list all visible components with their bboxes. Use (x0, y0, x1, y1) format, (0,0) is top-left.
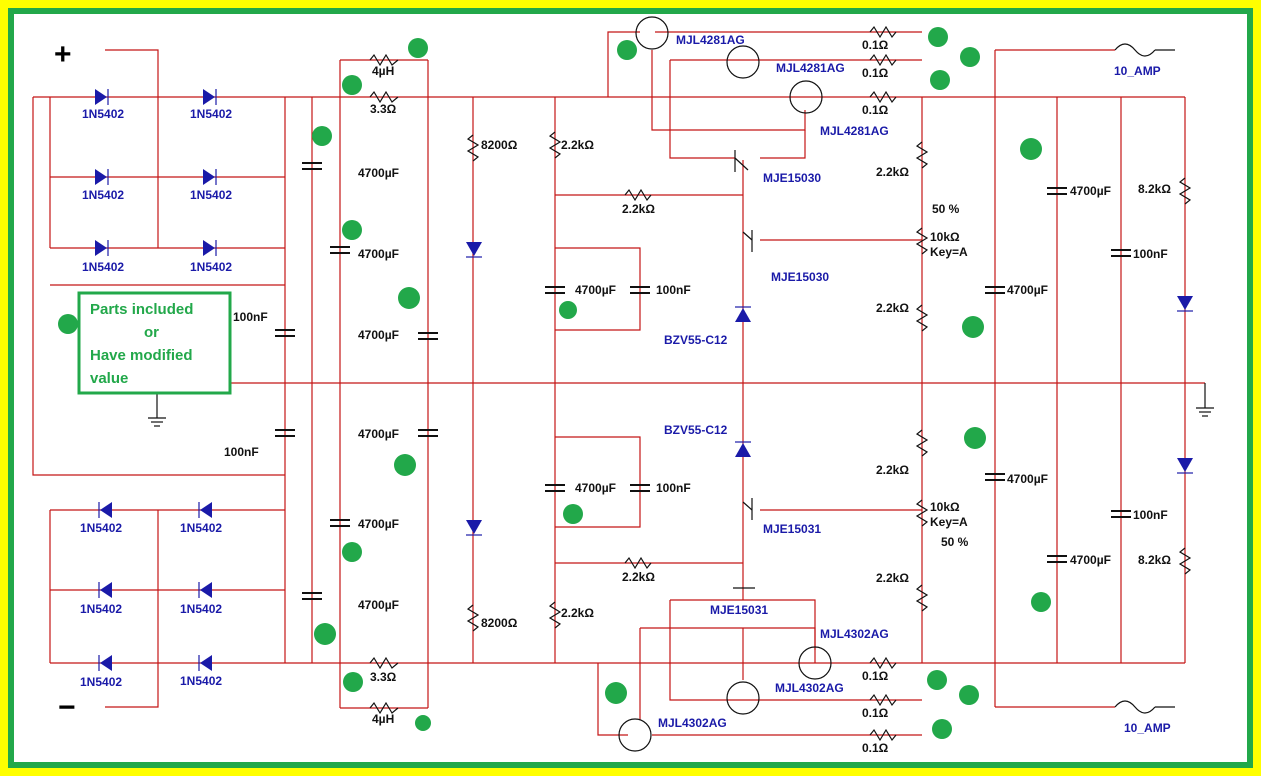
cap-label: 4700µF (1007, 472, 1048, 486)
diode-label: 1N5402 (80, 675, 122, 689)
transistor-label: MJL4302AG (775, 681, 844, 695)
cap-label: 4700µF (358, 328, 399, 342)
resistor-label: 8.2kΩ (1138, 553, 1171, 567)
resistor-label: 0.1Ω (862, 103, 889, 117)
diode-label: 1N5402 (180, 521, 222, 535)
cap-label: 4700µF (575, 481, 616, 495)
cap-label: 4700µF (1070, 184, 1111, 198)
resistor-label: 2.2kΩ (876, 463, 909, 477)
resistor-label: 0.1Ω (862, 706, 889, 720)
resistor-label: 2.2kΩ (622, 570, 655, 584)
diode-symbols (95, 89, 1193, 671)
resistor-label: 8.2kΩ (1138, 182, 1171, 196)
cap-label: 4700µF (1007, 283, 1048, 297)
note-box (77, 291, 232, 395)
cap-label: 100nF (224, 445, 259, 459)
plus-sign: + (54, 38, 72, 71)
transistor-symbols (618, 16, 832, 752)
pot-label: 10kΩ (930, 230, 960, 244)
cap-label: 4700µF (358, 517, 399, 531)
inductor-label: 4µH (372, 64, 394, 78)
diode-label: 1N5402 (190, 260, 232, 274)
pot-label: 10kΩ (930, 500, 960, 514)
cap-label: 4700µF (1070, 553, 1111, 567)
inductor-label: 4µH (372, 712, 394, 726)
diode-label: 1N5402 (80, 521, 122, 535)
resistor-label: 0.1Ω (862, 38, 889, 52)
diode-label: 1N5402 (190, 188, 232, 202)
minus-sign: − (58, 691, 76, 724)
cap-label: 4700µF (358, 427, 399, 441)
diode-label: 1N5402 (82, 107, 124, 121)
diode-label: 1N5402 (80, 602, 122, 616)
note-line-1: Parts included (90, 301, 193, 318)
cap-label: 4700µF (358, 166, 399, 180)
resistor-label: 2.2kΩ (622, 202, 655, 216)
wiring (32, 31, 1214, 736)
transistor-label: MJL4302AG (658, 716, 727, 730)
transistor-label: MJL4281AG (820, 124, 889, 138)
resistor-label: 8200Ω (481, 138, 518, 152)
resistor-label: 2.2kΩ (561, 606, 594, 620)
transistor-label: MJE15030 (771, 270, 829, 284)
resistor-label: 2.2kΩ (876, 165, 909, 179)
cap-label: 100nF (1133, 247, 1168, 261)
diode-label: 1N5402 (82, 260, 124, 274)
resistor-symbols (369, 25, 1192, 742)
resistor-label: 3.3Ω (370, 102, 397, 116)
pot-percent: 50 % (941, 535, 969, 549)
cap-label: 100nF (656, 481, 691, 495)
transistor-label: MJL4281AG (776, 61, 845, 75)
resistor-label: 3.3Ω (370, 670, 397, 684)
transistor-label: MJL4281AG (676, 33, 745, 47)
cap-label: 100nF (1133, 508, 1168, 522)
note-line-4: value (90, 370, 128, 387)
transistor-label: MJE15031 (763, 522, 821, 536)
resistor-label: 8200Ω (481, 616, 518, 630)
cap-label: 4700µF (358, 598, 399, 612)
diode-label: 1N5402 (180, 674, 222, 688)
pot-key: Key=A (930, 515, 968, 529)
resistor-label: 2.2kΩ (561, 138, 594, 152)
fuse-label: 10_AMP (1124, 721, 1171, 735)
resistor-label: 2.2kΩ (876, 301, 909, 315)
pot-percent: 50 % (932, 202, 960, 216)
cap-label: 100nF (233, 310, 268, 324)
capacitor-symbols (275, 162, 1131, 600)
note-line-3: Have modified (90, 347, 193, 364)
transistor-label: MJE15030 (763, 171, 821, 185)
resistor-label: 0.1Ω (862, 741, 889, 755)
marker-dots (58, 27, 1051, 739)
note-line-2: or (144, 324, 159, 341)
fuse-label: 10_AMP (1114, 64, 1161, 78)
pot-key: Key=A (930, 245, 968, 259)
diode-label: 1N5402 (190, 107, 232, 121)
resistor-label: 0.1Ω (862, 66, 889, 80)
transistor-label: MJE15031 (710, 603, 768, 617)
resistor-label: 2.2kΩ (876, 571, 909, 585)
zener-label: BZV55-C12 (664, 333, 728, 347)
cap-label: 4700µF (575, 283, 616, 297)
resistor-label: 0.1Ω (862, 669, 889, 683)
cap-label: 100nF (656, 283, 691, 297)
diode-label: 1N5402 (82, 188, 124, 202)
transistor-label: MJL4302AG (820, 627, 889, 641)
zener-label: BZV55-C12 (664, 423, 728, 437)
cap-label: 4700µF (358, 247, 399, 261)
diode-label: 1N5402 (180, 602, 222, 616)
